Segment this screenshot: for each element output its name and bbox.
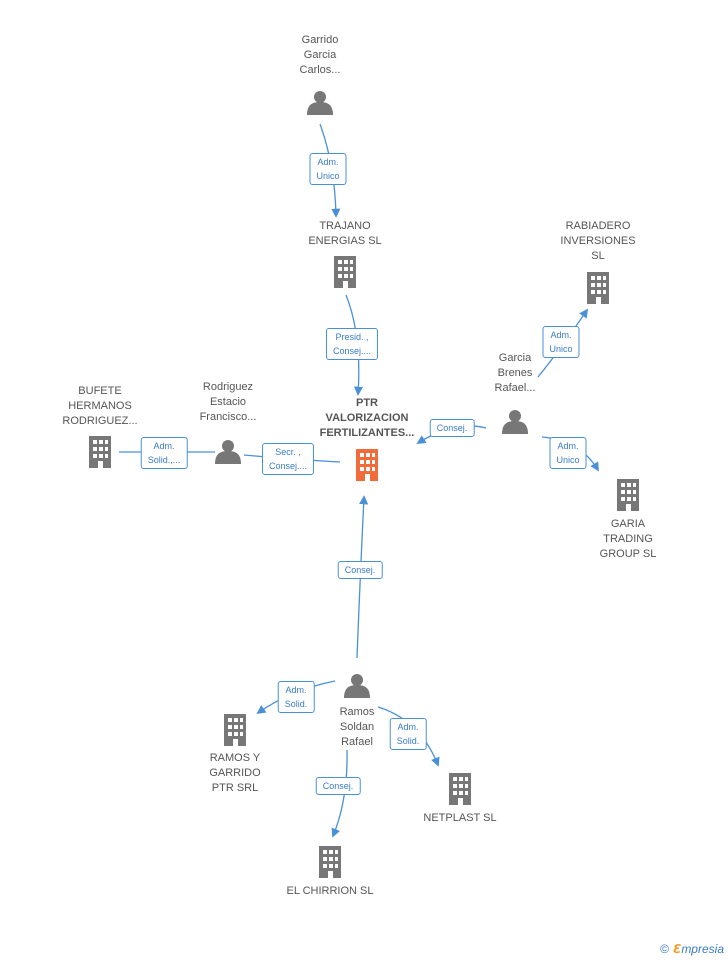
node-label-bufete[interactable]: BUFETE HERMANOS RODRIGUEZ...: [62, 385, 138, 427]
brand-name: mpresia: [681, 942, 724, 956]
node-label-rabiadero[interactable]: RABIADERO INVERSIONES SL: [560, 220, 636, 262]
node-label-garrido[interactable]: Garrido Garcia Carlos...: [299, 34, 341, 76]
relation-label-e1[interactable]: Adm. Unico: [309, 153, 347, 185]
building-icon-garia[interactable]: [617, 479, 639, 511]
relation-label-e11[interactable]: Consej.: [315, 777, 361, 795]
building-icon-chirrion[interactable]: [319, 846, 341, 878]
node-label-rodriguez[interactable]: Rodriguez Estacio Francisco...: [199, 381, 257, 423]
relation-label-e6[interactable]: Adm. Solid.,...: [140, 437, 188, 469]
building-icon-bufete[interactable]: [89, 436, 111, 468]
brand-logo-initial: ℇ: [672, 942, 682, 956]
relation-label-e5[interactable]: Adm. Unico: [549, 437, 587, 469]
relation-label-e8[interactable]: Consej.: [337, 561, 383, 579]
building-icon-netplast[interactable]: [449, 773, 471, 805]
person-icon-garcia[interactable]: [502, 410, 528, 434]
node-label-chirrion[interactable]: EL CHIRRION SL: [286, 885, 374, 897]
node-label-ptr[interactable]: PTR VALORIZACION FERTILIZANTES...: [319, 397, 415, 439]
node-label-ramos[interactable]: Ramos Soldan Rafael: [339, 706, 375, 748]
building-icon-ptr[interactable]: [356, 449, 378, 481]
building-icon-trajano[interactable]: [334, 256, 356, 288]
copyright-icon: ©: [660, 942, 669, 956]
footer-brand: ©ℇmpresia: [660, 942, 724, 956]
node-label-garcia[interactable]: Garcia Brenes Rafael...: [494, 352, 536, 394]
relation-label-e3[interactable]: Adm. Unico: [542, 326, 580, 358]
relation-label-e7[interactable]: Secr. , Consej....: [261, 443, 315, 475]
node-label-netplast[interactable]: NETPLAST SL: [423, 812, 497, 824]
relation-label-e10[interactable]: Adm. Solid.: [389, 718, 427, 750]
person-icon-rodriguez[interactable]: [215, 440, 241, 464]
building-icon-rabiadero[interactable]: [587, 272, 609, 304]
node-label-garia[interactable]: GARIA TRADING GROUP SL: [599, 518, 657, 560]
relation-label-e9[interactable]: Adm. Solid.: [277, 681, 315, 713]
edge-line-e11: [331, 749, 348, 838]
relation-label-e4[interactable]: Consej.: [429, 419, 475, 437]
building-icon-ramosgarrido[interactable]: [224, 714, 246, 746]
person-icon-ramos[interactable]: [344, 674, 370, 698]
person-icon-garrido[interactable]: [307, 91, 333, 115]
node-label-ramosgarrido[interactable]: RAMOS Y GARRIDO PTR SRL: [209, 752, 261, 794]
node-label-trajano[interactable]: TRAJANO ENERGIAS SL: [308, 220, 382, 247]
relation-label-e2[interactable]: Presid. , Consej....: [325, 328, 379, 360]
